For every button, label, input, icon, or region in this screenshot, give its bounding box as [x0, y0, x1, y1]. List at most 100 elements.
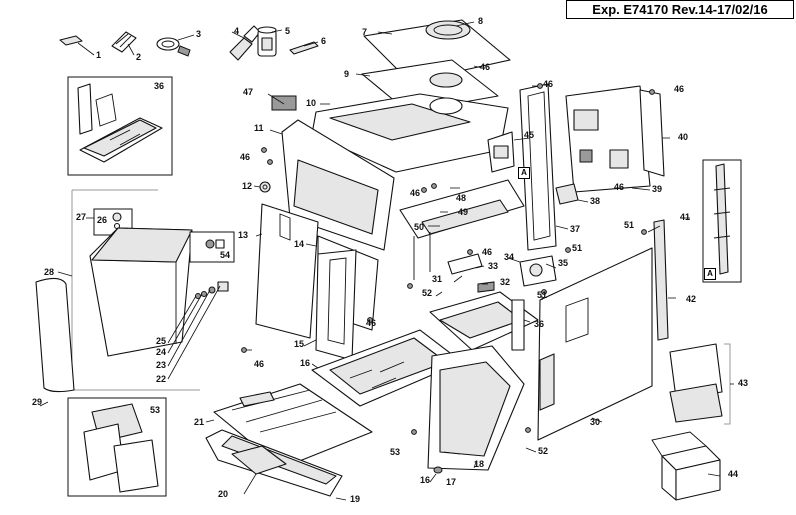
reference-tag-a: A	[704, 268, 716, 280]
callout-number: 17	[446, 477, 457, 487]
callout-number: 52	[538, 446, 549, 456]
part-32-link	[477, 281, 495, 293]
callout-number: 46	[674, 84, 685, 94]
callout-number: 47	[243, 87, 254, 97]
callout-number: 2	[136, 52, 142, 62]
part-34-35-motor	[519, 255, 557, 287]
callout-number: 46	[482, 247, 493, 257]
part-11-front-panel	[281, 119, 395, 251]
callout-number: 49	[458, 207, 469, 217]
part-30-right-side-panel	[537, 247, 653, 441]
callout-number: 26	[97, 215, 108, 225]
part-43-bracket	[724, 343, 731, 425]
callout-number: 11	[254, 123, 264, 133]
part-44-carton	[651, 431, 721, 501]
callout-number: 16	[420, 475, 431, 485]
part-26-cap	[112, 212, 122, 230]
callout-number: 50	[414, 222, 425, 232]
part-31-33-lever	[447, 253, 483, 275]
part-4-nozzle	[229, 25, 261, 61]
callout-number: 18	[474, 459, 485, 469]
callout-number: 35	[558, 258, 569, 268]
part-42-rail	[653, 219, 669, 341]
callout-number: 13	[238, 230, 249, 240]
callout-number: 29	[32, 397, 43, 407]
inset-36-brewing-base	[77, 83, 163, 163]
inset-54-tray-panel	[83, 403, 159, 493]
callout-number: 22	[156, 374, 167, 384]
callout-number: 51	[572, 243, 583, 253]
callout-number: 32	[500, 277, 511, 287]
callout-number: 39	[652, 184, 663, 194]
callout-number: 42	[686, 294, 697, 304]
callout-number: 48	[456, 193, 467, 203]
callout-number: 54	[220, 250, 231, 260]
callout-number: 36	[534, 319, 545, 329]
callout-number: 53	[150, 405, 161, 415]
callout-number: 24	[156, 347, 167, 357]
callout-number: 25	[156, 336, 167, 346]
leader-lines	[39, 21, 734, 501]
part-40-board-cover	[639, 89, 665, 177]
part-7-top-lid	[363, 19, 511, 83]
callout-number: 36	[154, 81, 165, 91]
part-38-small-board	[555, 183, 579, 205]
part-36-brewing-chamber	[429, 291, 539, 351]
part-28-water-tank	[89, 227, 193, 357]
callout-number: 10	[306, 98, 317, 108]
parts-22-25-seals	[195, 281, 229, 299]
callout-number: 7	[362, 27, 368, 37]
callout-number: 46	[410, 188, 421, 198]
part-48-label	[271, 95, 297, 111]
part-3-power-cord	[156, 37, 191, 57]
callout-number: 52	[422, 288, 433, 298]
part-17-foot	[433, 466, 443, 474]
callout-number: 28	[44, 267, 55, 277]
part-29-tank-cover	[35, 277, 75, 393]
part-5-cartridge	[257, 26, 277, 57]
part-18-front-cover	[427, 345, 525, 471]
callout-number: 6	[321, 36, 327, 46]
callout-number: 43	[738, 378, 749, 388]
callout-number: 46	[480, 62, 491, 72]
part-41-rail	[713, 163, 731, 275]
part-43-spacers	[669, 343, 723, 423]
callout-number: 31	[432, 274, 443, 284]
callout-number: 27	[76, 212, 87, 222]
callout-number: 15	[294, 339, 305, 349]
callout-number: 23	[156, 360, 167, 370]
callout-number: 51	[537, 290, 548, 300]
part-6-strip	[289, 41, 319, 55]
callout-number: 44	[728, 469, 739, 479]
part-1-strip	[59, 35, 83, 46]
callout-number: 34	[504, 252, 515, 262]
part-55-valve	[205, 239, 225, 249]
callout-number: 53	[390, 447, 401, 457]
callout-number: 12	[242, 181, 253, 191]
callout-number: 8	[478, 16, 484, 26]
part-15-frame-bracket	[315, 249, 357, 361]
callout-number: 33	[488, 261, 499, 271]
callout-number: 9	[344, 69, 350, 79]
callout-number: 20	[218, 489, 229, 499]
callout-number: 21	[194, 417, 205, 427]
brew-mechanism	[399, 179, 525, 280]
callout-number: 16	[300, 358, 311, 368]
callout-number: 14	[294, 239, 305, 249]
callout-number: 3	[196, 29, 202, 39]
drawing-reference-header: Exp. E74170 Rev.14-17/02/16	[566, 0, 794, 19]
callout-number: 40	[678, 132, 689, 142]
callout-number: 37	[570, 224, 581, 234]
part-13-left-side-panel	[255, 203, 319, 339]
part-20-tray-insert	[231, 445, 287, 475]
part-2-tool	[111, 31, 137, 53]
callout-number: 38	[590, 196, 601, 206]
callout-number: 46	[614, 182, 625, 192]
part-12-knob	[259, 181, 271, 193]
callout-number: 30	[590, 417, 601, 427]
callout-number: 46	[254, 359, 265, 369]
callout-number: 46	[366, 318, 377, 328]
callout-number: 45	[524, 130, 535, 140]
